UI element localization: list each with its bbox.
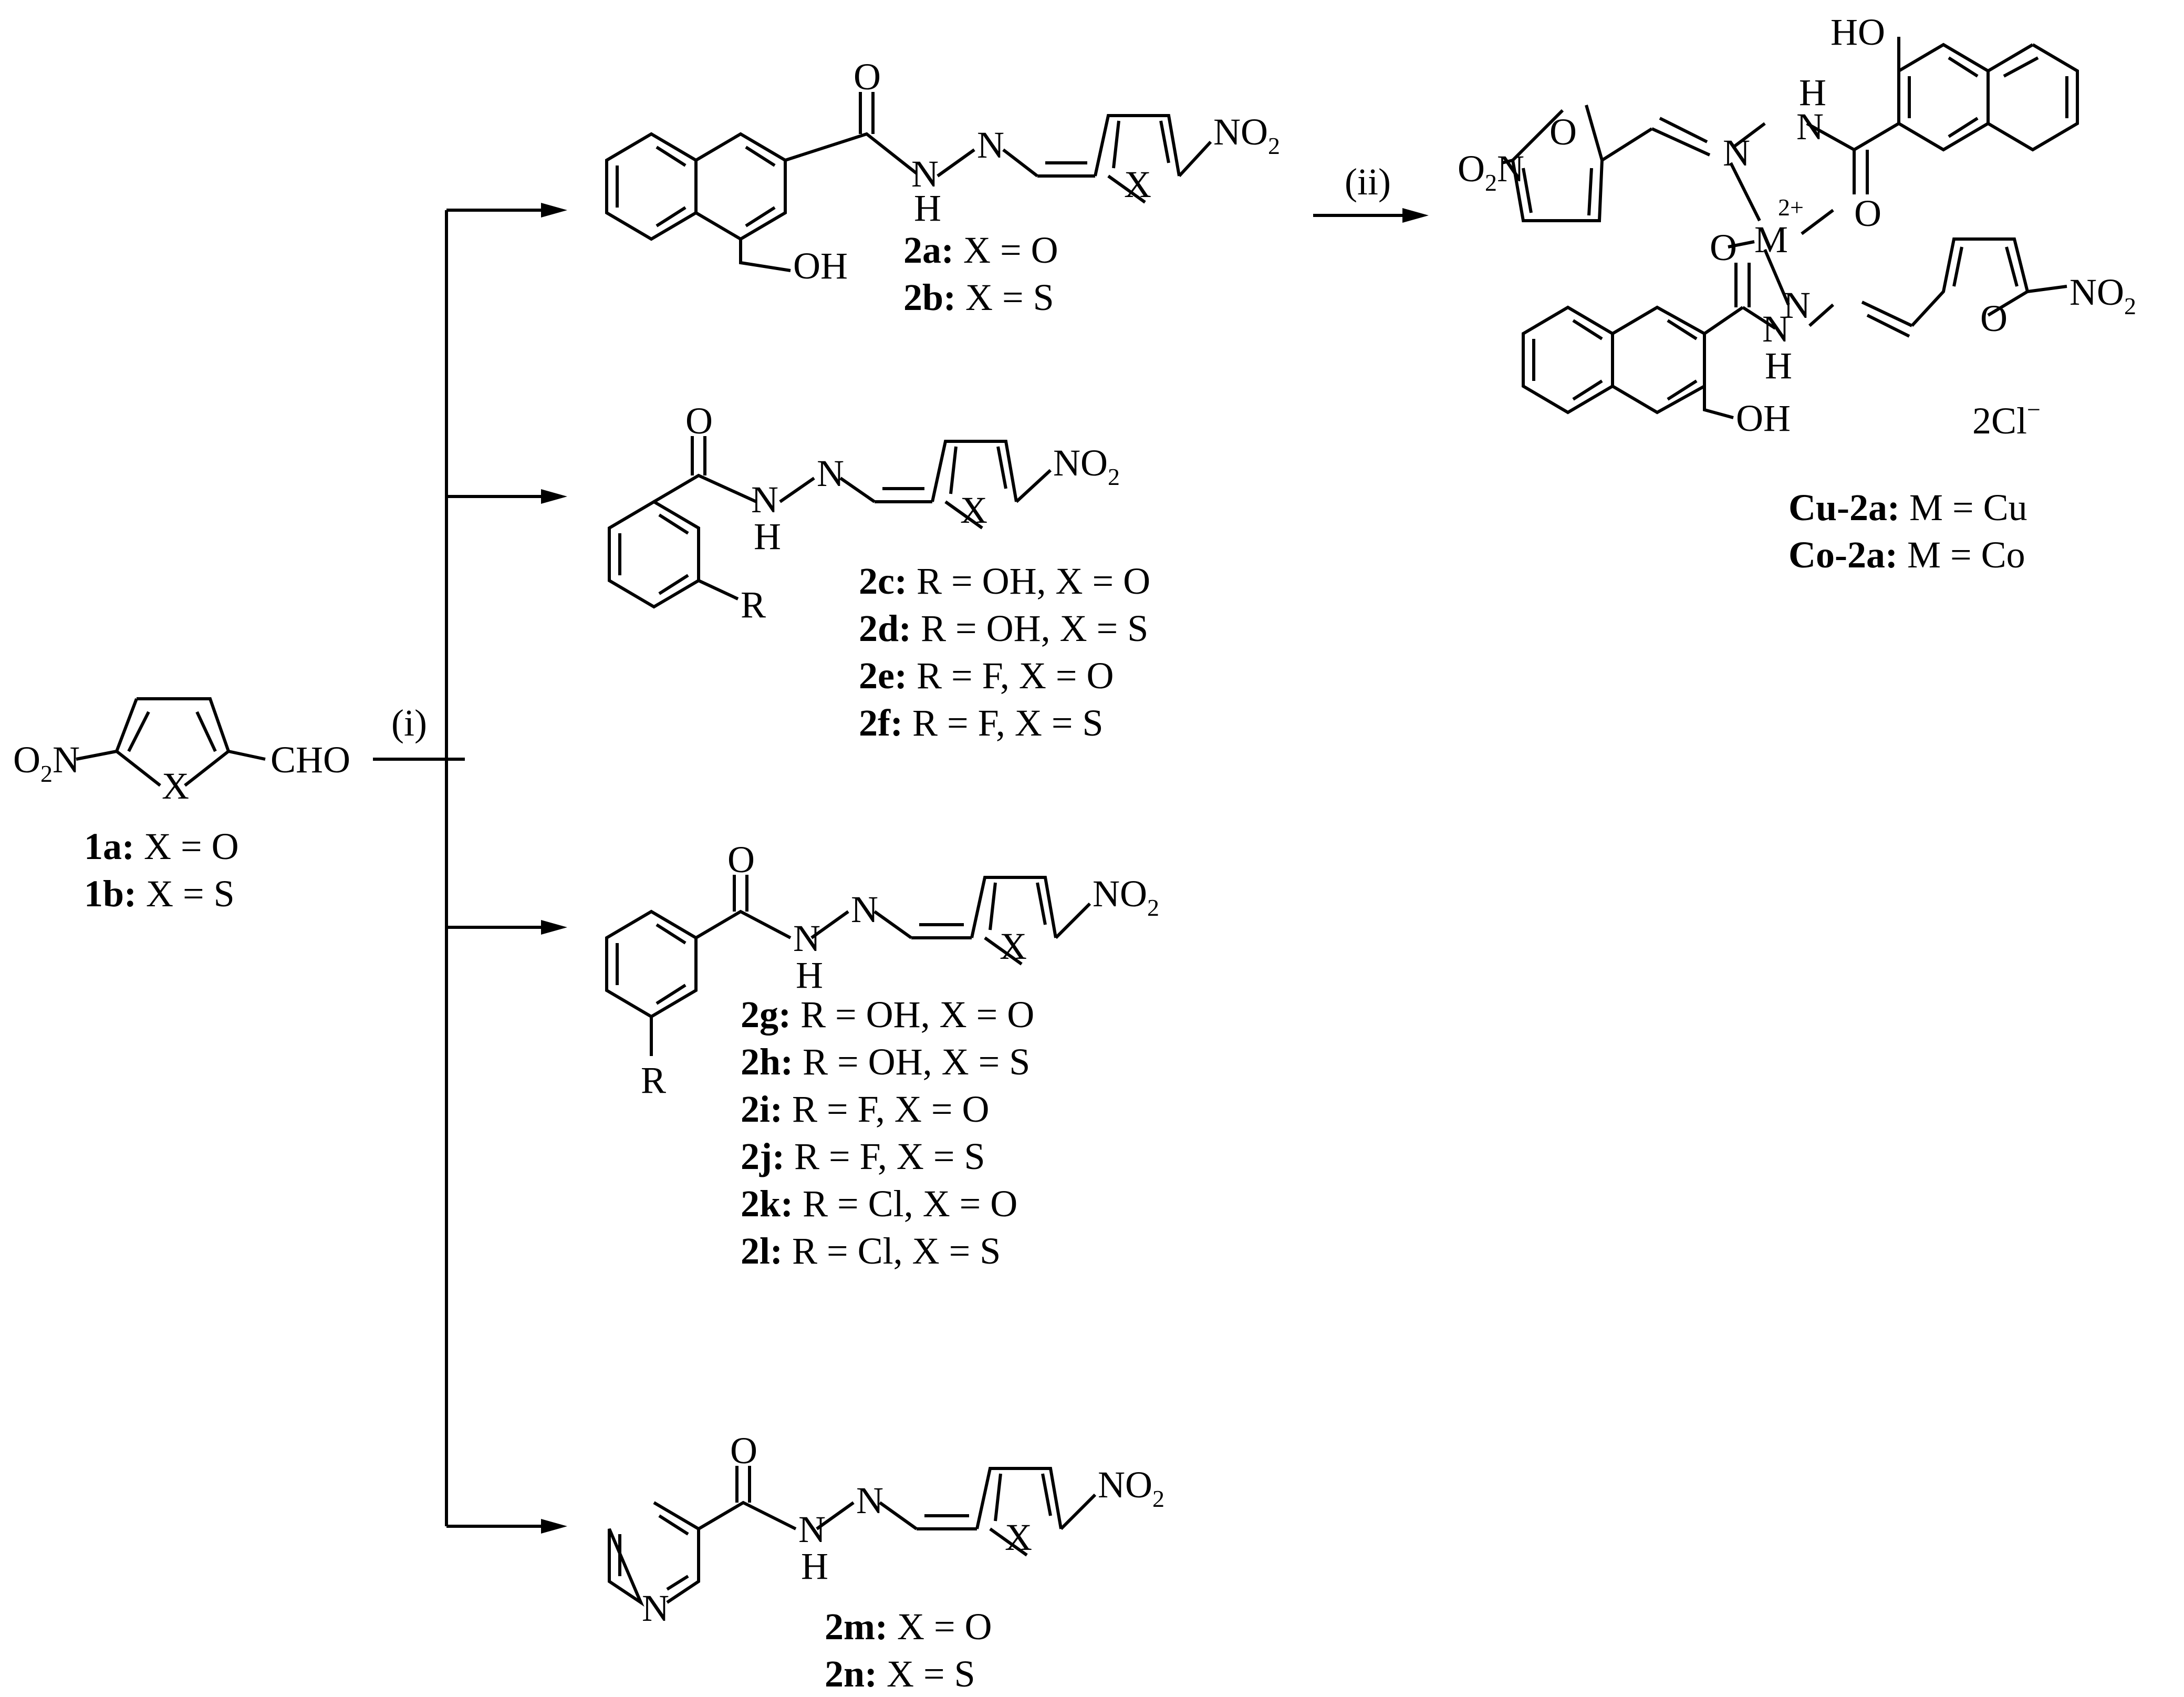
atom-n-pyridine: N — [642, 1587, 669, 1629]
compound-1: X O2N CHO — [13, 697, 350, 807]
reagent-ii-label: (ii) — [1345, 161, 1391, 203]
label-2f: 2f: R = F, X = S — [859, 702, 1104, 744]
label-2e: 2e: R = F, X = O — [859, 655, 1114, 697]
atom-n-lower-amide: N — [1762, 308, 1790, 350]
atom-nh: N — [798, 1508, 826, 1550]
atom-x: X — [960, 489, 987, 531]
atom-no2: NO2 — [1053, 442, 1120, 490]
compound-2c-2f: O N H N X NO2 R — [608, 400, 1120, 626]
label-2h: 2h: R = OH, X = S — [741, 1041, 1030, 1083]
atom-n-upper-amide: N — [1796, 106, 1824, 148]
label-co-2a: Co-2a: M = Co — [1788, 534, 2025, 576]
atom-no2: NO2 — [2069, 271, 2136, 319]
label-2m: 2m: X = O — [825, 1606, 992, 1648]
label-cu-2a: Cu-2a: M = Cu — [1788, 487, 2027, 529]
reagent-i-label: (i) — [391, 702, 427, 744]
atom-x: X — [1000, 925, 1027, 967]
atom-no2: NO2 — [1093, 873, 1159, 921]
atom-h: H — [754, 515, 781, 557]
atom-x: X — [162, 765, 189, 807]
atom-n-imine: N — [856, 1479, 883, 1522]
label-2i: 2i: R = F, X = O — [741, 1088, 990, 1130]
atom-o-carbonyl: O — [685, 400, 713, 442]
compound-2m-2n: O N H N X NO2 N — [608, 1430, 1164, 1629]
label-1b: 1b: X = S — [84, 873, 235, 915]
atom-oh: OH — [793, 245, 848, 287]
atom-n-upper-imine: N — [1723, 132, 1750, 174]
atom-no2: NO2 — [1213, 111, 1280, 159]
atom-h: H — [914, 187, 941, 229]
atom-o-carbonyl: O — [727, 839, 755, 881]
atom-ho: HO — [1831, 11, 1885, 53]
atom-nh: N — [911, 153, 939, 195]
label-2g: 2g: R = OH, X = O — [741, 994, 1034, 1036]
counter-ion: 2Cl− — [1972, 396, 2041, 442]
atom-n-imine: N — [851, 888, 878, 930]
atom-r: R — [741, 584, 766, 626]
label-2d: 2d: R = OH, X = S — [859, 607, 1148, 649]
atom-oh: OH — [1736, 397, 1791, 439]
label-2j: 2j: R = F, X = S — [741, 1135, 985, 1177]
atom-o2n: O2N — [13, 739, 80, 787]
atom-no2: NO2 — [1098, 1464, 1164, 1512]
label-2c: 2c: R = OH, X = O — [859, 560, 1150, 602]
atom-h: H — [796, 954, 823, 996]
metal-complex: HO H N N O O O2N M 2+ O N N H O NO2 OH 2… — [1458, 11, 2136, 442]
atom-o-upper-furan: O — [1549, 111, 1577, 153]
atom-o-carbonyl: O — [730, 1430, 757, 1472]
label-2b: 2b: X = S — [903, 276, 1054, 318]
atom-o-lower-carbonyl: O — [1710, 226, 1737, 268]
branching-arrows — [373, 203, 1429, 1534]
label-2n: 2n: X = S — [825, 1653, 975, 1695]
atom-o-lower-furan: O — [1980, 297, 2008, 339]
atom-h-lower: H — [1765, 345, 1792, 387]
atom-h: H — [801, 1545, 828, 1587]
atom-nh: N — [793, 917, 820, 959]
atom-n-lower-imine: N — [1783, 284, 1811, 326]
label-2l: 2l: R = Cl, X = S — [741, 1230, 1001, 1272]
atom-n-imine: N — [977, 124, 1004, 166]
atom-nh: N — [751, 479, 778, 521]
atom-r: R — [641, 1059, 666, 1101]
atom-metal: M — [1754, 219, 1788, 261]
metal-charge: 2+ — [1778, 194, 1804, 221]
atom-h-upper: H — [1799, 71, 1826, 113]
compound-2a-2b: O N H N X NO2 OH — [605, 56, 1280, 287]
compound-2g-2l: O N H N X NO2 R — [605, 839, 1159, 1101]
atom-cho: CHO — [271, 739, 350, 781]
atom-x: X — [1005, 1516, 1032, 1558]
atom-o-carbonyl: O — [854, 56, 881, 98]
label-2k: 2k: R = Cl, X = O — [741, 1183, 1017, 1225]
atom-o-upper-carbonyl: O — [1854, 192, 1881, 234]
atom-n-imine: N — [817, 452, 844, 494]
atom-x: X — [1124, 163, 1151, 205]
atom-o2n: O2N — [1458, 148, 1524, 196]
label-1a: 1a: X = O — [84, 825, 239, 867]
label-2a: 2a: X = O — [903, 229, 1058, 271]
